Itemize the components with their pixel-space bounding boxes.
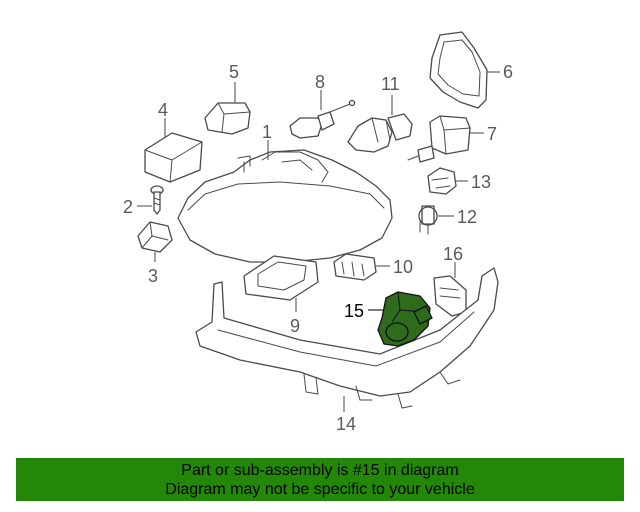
part-3-bracket[interactable] [137, 221, 173, 262]
callout-6: 6 [503, 62, 513, 82]
part-10-connector[interactable] [333, 253, 390, 281]
callout-4: 4 [158, 100, 168, 120]
callout-9: 9 [290, 316, 300, 336]
callout-3: 3 [148, 266, 158, 286]
part-5-cover[interactable] [204, 82, 251, 135]
info-banner: Part or sub-assembly is #15 in diagram D… [16, 458, 624, 501]
part-4-module[interactable] [144, 118, 203, 183]
banner-line-2: Diagram may not be specific to your vehi… [165, 480, 475, 498]
banner-line-1: Part or sub-assembly is #15 in diagram [181, 461, 459, 479]
callout-1: 1 [262, 122, 272, 142]
part-13-cap[interactable] [427, 167, 468, 195]
part-16-module[interactable] [433, 262, 467, 317]
part-12-bulb[interactable] [418, 205, 454, 235]
callout-7: 7 [487, 124, 497, 144]
part-9-ballast[interactable] [243, 255, 319, 312]
callout-14: 14 [336, 414, 356, 434]
part-11-bulb[interactable] [347, 95, 413, 153]
callout-8: 8 [315, 72, 325, 92]
callout-10: 10 [393, 257, 413, 277]
callout-15: 15 [344, 301, 364, 321]
callout-12: 12 [457, 207, 477, 227]
callout-11: 11 [381, 74, 400, 94]
part-15-highlighted[interactable] [368, 291, 433, 347]
callout-13: 13 [471, 172, 491, 192]
callout-5: 5 [229, 62, 239, 82]
part-7-socket[interactable] [407, 115, 484, 163]
callout-2: 2 [123, 197, 133, 217]
part-1-headlamp[interactable] [177, 140, 393, 263]
part-6-gasket[interactable] [429, 31, 500, 109]
part-14-support-frame[interactable] [195, 267, 499, 412]
part-2-screw[interactable] [137, 185, 164, 215]
part-8-bulb[interactable] [289, 90, 356, 139]
callout-16: 16 [443, 244, 463, 264]
